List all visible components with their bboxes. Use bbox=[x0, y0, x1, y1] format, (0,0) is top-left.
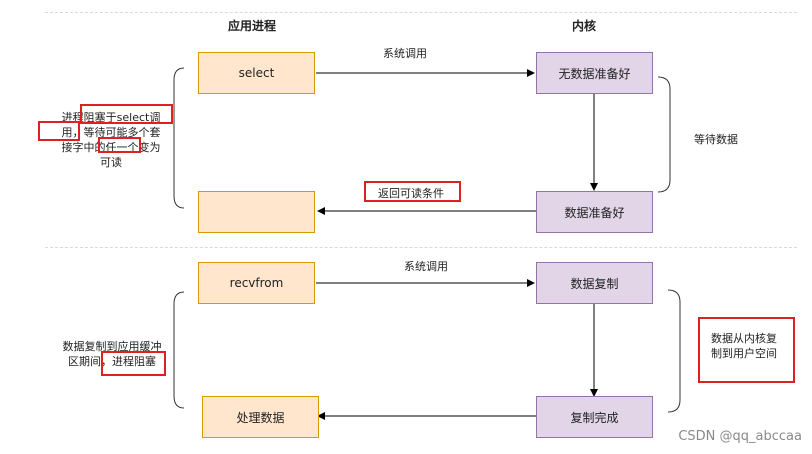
syscall-label-1: 系统调用 bbox=[383, 47, 427, 60]
wait-data-label: 等待数据 bbox=[694, 133, 738, 146]
right-brace-2 bbox=[667, 289, 681, 413]
kernel-header: 内核 bbox=[572, 19, 597, 33]
data-ready-box: 数据准备好 bbox=[536, 191, 653, 233]
kernel-to-user-note: 数据从内核复 制到用户空间 bbox=[703, 331, 785, 361]
highlight-yong bbox=[38, 121, 80, 141]
copy-complete-box: 复制完成 bbox=[536, 396, 653, 438]
right-brace-1 bbox=[657, 76, 671, 193]
select-blocking-note: 进程阻塞于select调 用，等待可能多个套 接字中的任一个变为 可读 bbox=[50, 110, 172, 170]
empty-app-box bbox=[198, 191, 315, 233]
note-line: 数据从内核复 bbox=[711, 332, 777, 345]
highlight-process-blocked bbox=[101, 351, 166, 376]
note-line: 进程阻塞于select调 bbox=[61, 111, 161, 124]
select-box: select bbox=[198, 52, 315, 94]
process-data-box: 处理数据 bbox=[202, 396, 319, 438]
syscall-label-2: 系统调用 bbox=[404, 260, 448, 273]
data-copy-box: 数据复制 bbox=[536, 262, 653, 304]
note-line: 区期间，进程阻塞 bbox=[68, 355, 156, 368]
note-line: 数据复制到应用缓冲 bbox=[62, 340, 162, 353]
highlight-return-label bbox=[364, 181, 461, 202]
note-line: 用，等待可能多个套 bbox=[61, 126, 161, 139]
note-line: 可读 bbox=[100, 156, 122, 169]
note-line: 制到用户空间 bbox=[711, 347, 777, 360]
return-readable-label: 返回可读条件 bbox=[378, 187, 444, 200]
copy-blocking-note: 数据复制到应用缓冲 区期间，进程阻塞 bbox=[50, 339, 174, 369]
top-divider bbox=[45, 12, 797, 13]
highlight-select bbox=[80, 104, 173, 124]
left-brace-2 bbox=[173, 291, 185, 409]
note-line: 接字中的任一个变为 bbox=[61, 141, 161, 154]
phase-divider bbox=[45, 247, 797, 248]
no-data-ready-box: 无数据准备好 bbox=[536, 52, 653, 94]
highlight-any-one bbox=[98, 137, 141, 153]
highlight-kernel-to-user bbox=[698, 317, 795, 383]
app-process-header: 应用进程 bbox=[228, 19, 277, 33]
recvfrom-box: recvfrom bbox=[198, 262, 315, 304]
left-brace-1 bbox=[173, 67, 185, 209]
watermark: CSDN @qq_abccaa bbox=[678, 429, 802, 444]
